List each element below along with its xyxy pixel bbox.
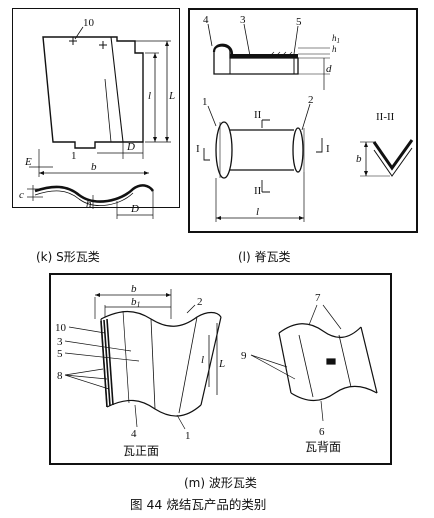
label-section-dim-b: b: [356, 153, 362, 165]
s-tile-drawing: 10 l L 1 D E b c h D: [19, 17, 175, 219]
label-ridge-item-2: 2: [308, 94, 314, 106]
label-dim-D-profile: D: [130, 203, 139, 215]
label-dim-b: b: [91, 161, 97, 173]
label-wave-item-7: 7: [315, 292, 321, 304]
label-wave-dim-b: b: [131, 283, 137, 295]
label-item-5: 5: [296, 16, 302, 28]
label-section-title: II-II: [376, 111, 395, 123]
label-dim-d: d: [326, 63, 332, 75]
label-dim-D: D: [126, 141, 135, 153]
panel-m-wave-tile: b b1 2 10 3 5 8 l L 4 1 瓦正面: [49, 273, 392, 465]
label-wave-dim-b1: b1: [131, 296, 141, 309]
caption-m: (m) 波形瓦类: [184, 476, 257, 490]
label-ridge-dim-l: l: [256, 206, 259, 218]
label-ridge-item-1: 1: [202, 96, 208, 108]
label-wave-item-9: 9: [241, 350, 247, 362]
label-front-face: 瓦正面: [123, 444, 159, 458]
figure-title: 图 44 烧结瓦产品的类别: [130, 497, 267, 512]
label-wave-item-1: 1: [185, 430, 191, 442]
label-dim-h: h: [86, 198, 92, 210]
label-dim-L: L: [168, 90, 175, 102]
label-dim-c: c: [19, 189, 24, 201]
wave-tile-drawing: b b1 2 10 3 5 8 l L 4 1 瓦正面: [55, 283, 378, 458]
label-wave-item-5: 5: [57, 348, 63, 360]
label-wave-dim-L: L: [218, 358, 225, 370]
label-dim-E: E: [24, 156, 32, 168]
label-dim-l: l: [148, 90, 151, 102]
label-mark-I-left: I: [196, 143, 200, 155]
label-wave-item-4: 4: [131, 428, 137, 440]
label-wave-item-2: 2: [197, 296, 203, 308]
ridge-tile-drawing: 4 3 5 h1 h d 1 2 II II I: [196, 14, 414, 222]
ridge-front-view: [215, 121, 305, 179]
panel-k-s-tile: 10 l L 1 D E b c h D: [12, 8, 180, 219]
panel-l-ridge-tile: 4 3 5 h1 h d 1 2 II II I: [188, 8, 418, 233]
caption-k: (k) S形瓦类: [36, 250, 100, 264]
leader-10: [74, 26, 84, 40]
label-wave-item-3: 3: [57, 336, 63, 348]
label-wave-item-8: 8: [57, 370, 63, 382]
label-dim-h: h: [332, 44, 337, 54]
ridge-section-chevron: [372, 139, 414, 171]
label-section-II-top: II: [254, 109, 262, 121]
caption-l: (l) 脊瓦类: [238, 250, 291, 264]
label-mark-I-right: I: [326, 143, 330, 155]
nail-hole-icon: [69, 37, 107, 49]
wave-tile-edge-strips: [100, 318, 114, 408]
label-back-face: 瓦背面: [305, 440, 341, 454]
label-item-3: 3: [240, 14, 246, 26]
ridge-side-section: [213, 45, 299, 75]
wave-tile-back: [278, 323, 378, 402]
s-tile-trough-line: [110, 36, 124, 143]
label-item-1: 1: [71, 150, 77, 162]
label-section-II-bottom: II: [254, 185, 262, 197]
label-item-4: 4: [203, 14, 209, 26]
label-wave-dim-l: l: [201, 354, 204, 366]
label-item-10: 10: [83, 17, 95, 29]
s-tile-trough-line-2: [104, 78, 112, 143]
label-wave-item-10: 10: [55, 322, 67, 334]
label-dim-h1: h1: [332, 33, 340, 45]
s-tile-profile: [34, 184, 155, 203]
s-tile-outline: [42, 36, 144, 149]
label-wave-item-6: 6: [319, 426, 325, 438]
